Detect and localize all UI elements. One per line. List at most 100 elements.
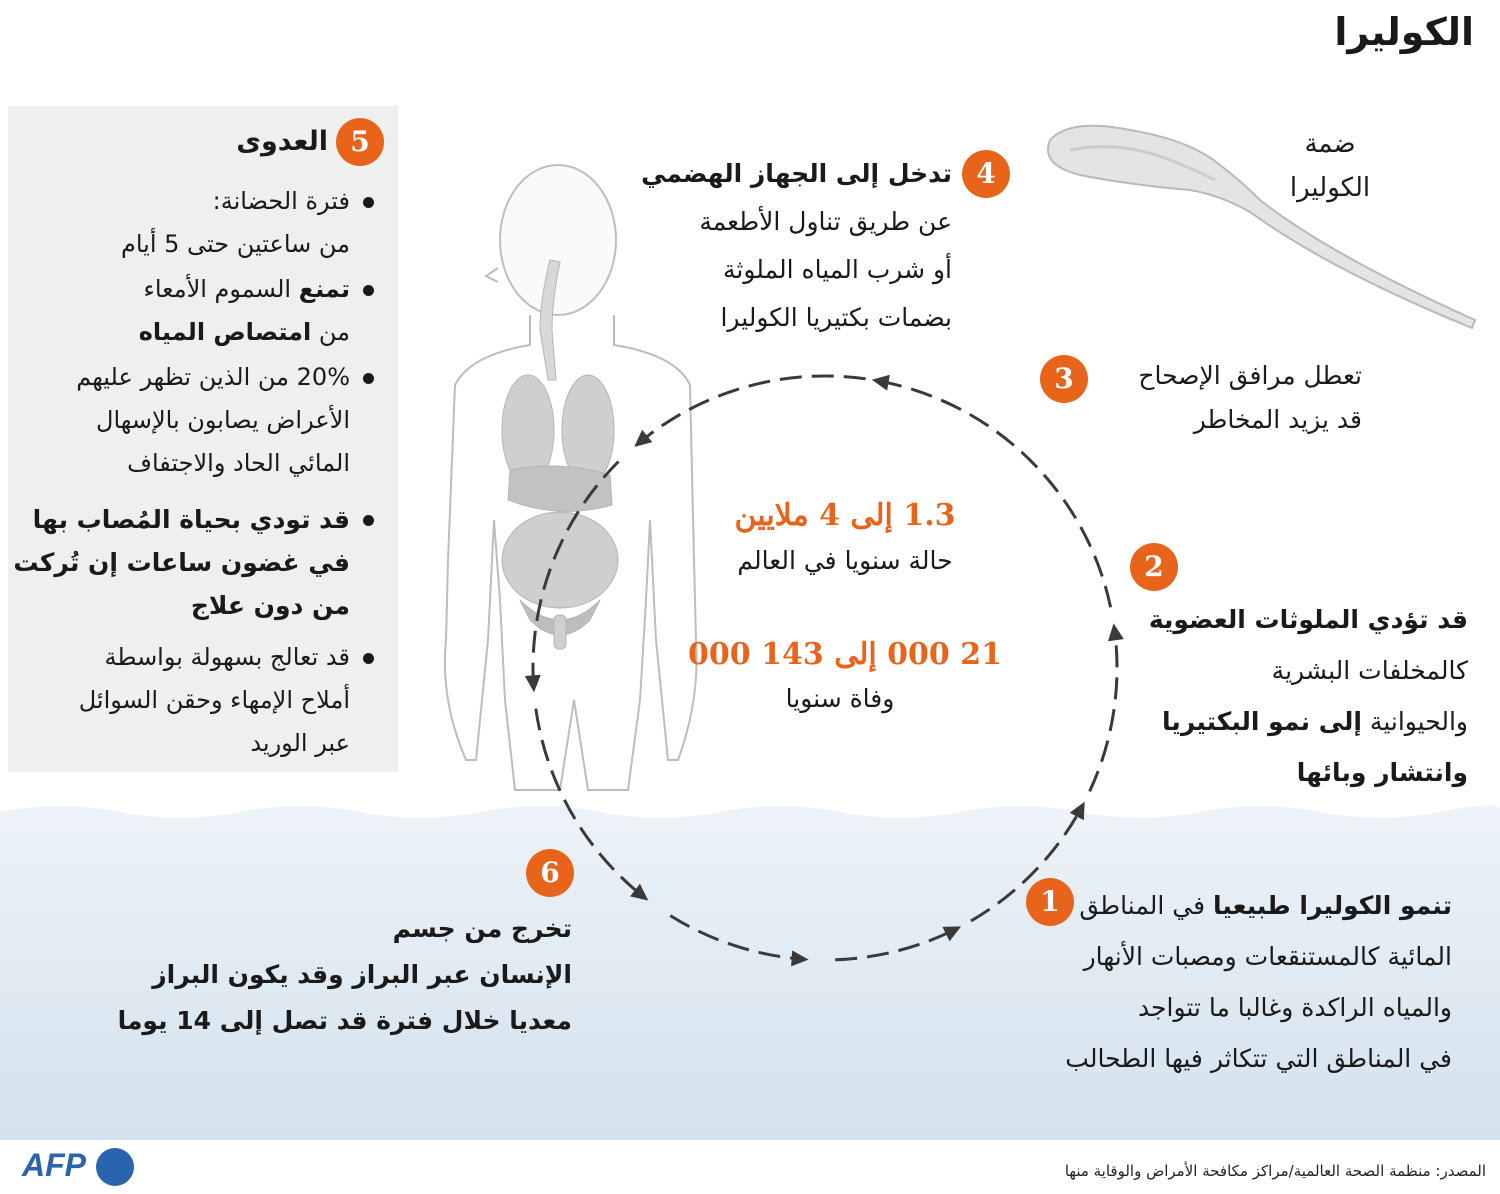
deaths-value: 21 000 إلى 143 000 (688, 637, 1002, 672)
text-line: فترة الحضانة: (121, 180, 350, 223)
cycle-arrowhead (524, 674, 541, 693)
cycle-arc (669, 914, 805, 961)
text-line: تعطل مرافق الإصحاح (1138, 354, 1362, 398)
bullet-dot (363, 373, 374, 384)
text-line: والمياه الراكدة وغالبا ما تتواجد (1065, 982, 1452, 1033)
text-line: المائي الحاد والاجتفاف (76, 442, 350, 485)
cycle-arc (1088, 627, 1119, 793)
bacterium-label: ضمة الكوليرا (1280, 122, 1380, 210)
bullet-dot (363, 197, 374, 208)
step-6-badge: 6 (526, 849, 574, 897)
text-segment: المائي الحاد والاجتفاف (127, 449, 350, 477)
bacterium-label-line: ضمة (1304, 129, 1356, 159)
infection-panel: 5 العدوى فترة الحضانة:من ساعتين حتى 5 أي… (8, 106, 398, 772)
text-line: أو شرب المياه الملوثة (641, 246, 952, 294)
text-segment: أو شرب المياه الملوثة (723, 255, 952, 284)
step-1-badge: 1 (1026, 878, 1074, 926)
step-2-badge: 2 (1130, 543, 1178, 591)
text-segment: قد يزيد المخاطر (1193, 405, 1362, 434)
text-line: عن طريق تناول الأطعمة (641, 198, 952, 246)
text-segment: 20% من الذين تظهر عليهم (76, 363, 350, 391)
bacterium-label-line: الكوليرا (1289, 173, 1371, 203)
text-segment: من ساعتين حتى 5 أيام (120, 230, 350, 258)
text-segment: إلى نمو البكتيريا (1162, 707, 1362, 736)
cycle-arc (534, 708, 647, 900)
text-segment: بضمات بكتيريا الكوليرا (720, 303, 952, 332)
text-line: بضمات بكتيريا الكوليرا (641, 294, 952, 342)
text-segment: تخرج من جسم (392, 914, 572, 943)
text-line: من دون علاج (13, 584, 350, 627)
text-line: تمنع السموم الأمعاء (139, 268, 350, 311)
text-line: أملاح الإمهاء وحقن السوائل (79, 679, 350, 722)
cases-label: حالة سنويا في العالم (737, 546, 953, 575)
cholera-bacterium-icon (1047, 124, 1477, 330)
text-segment: أملاح الإمهاء وحقن السوائل (78, 686, 350, 714)
bullet-item: قد تعالج بسهولة بواسطة أملاح الإمهاء وحقن… (79, 636, 350, 765)
afp-logo: AFP (22, 1147, 86, 1183)
text-segment: في غضون ساعات إن تُركت (13, 548, 350, 577)
bullet-dot (363, 653, 374, 664)
cycle-arrowhead (942, 926, 962, 942)
text-segment: وانتشار وبائها (1296, 758, 1468, 787)
text-line: تدخل إلى الجهاز الهضمي (641, 150, 952, 198)
text-line: قد تعالج بسهولة بواسطة (79, 636, 350, 679)
cycle-arc (636, 374, 866, 446)
text-segment: في المناطق (1079, 891, 1214, 920)
text-segment: عن طريق تناول الأطعمة (699, 207, 952, 236)
text-line: من ساعتين حتى 5 أيام (121, 223, 350, 266)
text-segment: الأعراض يصابون بالإسهال (96, 406, 350, 434)
step-4-badge: 4 (962, 150, 1010, 198)
text-segment: والمياه الراكدة وغالبا ما تتواجد (1137, 993, 1452, 1022)
text-line: معديا خلال فترة قد تصل إلى 14 يوما (118, 998, 572, 1044)
step-2-text: قد تؤدي الملوثات العضوية كالمخلفات البشري… (1149, 594, 1468, 798)
text-segment: والحيوانية (1361, 707, 1468, 736)
text-line: تنمو الكوليرا طبيعيا في المناطق (1065, 880, 1452, 931)
text-line: كالمخلفات البشرية (1149, 645, 1468, 696)
text-segment: قد تؤدي الملوثات العضوية (1148, 605, 1468, 634)
text-line: 20% من الذين تظهر عليهم (76, 356, 350, 399)
text-line: في المناطق التي تتكاثر فيها الطحالب (1065, 1033, 1452, 1084)
bullet-item: قد تودي بحياة المُصاب بها في غضون ساعات إ… (13, 498, 350, 627)
step-3-badge: 3 (1040, 355, 1088, 403)
text-line: عبر الوريد (79, 722, 350, 765)
text-line: من امتصاص المياه (139, 311, 350, 354)
text-line: قد تؤدي الملوثات العضوية (1149, 594, 1468, 645)
human-body-icon (443, 164, 698, 791)
text-line: الإنسان عبر البراز وقد يكون البراز (118, 952, 572, 998)
text-segment: عبر الوريد (250, 729, 350, 757)
cycle-arrowhead (630, 883, 649, 901)
step-6-text: تخرج من جسم الإنسان عبر البراز وقد يكون ا… (118, 906, 572, 1044)
step-4-text: تدخل إلى الجهاز الهضمي عن طريق تناول الأط… (641, 150, 952, 342)
text-segment: امتصاص المياه (138, 318, 312, 346)
text-line: قد يزيد المخاطر (1138, 398, 1362, 442)
text-segment: من (311, 318, 350, 346)
text-segment: السموم الأمعاء (143, 275, 299, 303)
text-segment: تمنع (298, 275, 350, 303)
text-line: تخرج من جسم (118, 906, 572, 952)
text-segment: تنمو الكوليرا طبيعيا (1213, 891, 1452, 920)
water-background (0, 805, 1500, 1140)
text-segment: معديا خلال فترة قد تصل إلى 14 يوما (117, 1006, 572, 1035)
cycle-arrowhead (1069, 801, 1085, 821)
text-segment: قد تودي بحياة المُصاب بها (32, 505, 350, 534)
cycle-arrowhead (634, 429, 653, 447)
organs-icon (501, 259, 619, 650)
deaths-label: وفاة سنويا (785, 684, 895, 713)
text-segment: في المناطق التي تتكاثر فيها الطحالب (1065, 1044, 1452, 1073)
text-line: وانتشار وبائها (1149, 747, 1468, 798)
step-3-text: تعطل مرافق الإصحاح قد يزيد المخاطر (1138, 354, 1362, 442)
cycle-arrowhead (791, 950, 809, 967)
afp-logo-dot (96, 1148, 134, 1186)
text-line: قد تودي بحياة المُصاب بها (13, 498, 350, 541)
text-line: الأعراض يصابون بالإسهال (76, 399, 350, 442)
bullet-dot (363, 285, 374, 296)
bullet-item: فترة الحضانة: من ساعتين حتى 5 أيام (121, 180, 350, 266)
transmission-cycle (524, 374, 1124, 967)
panel-title: العدوى (236, 126, 328, 157)
cycle-arc (531, 460, 620, 689)
source-note: المصدر: منظمة الصحة العالمية/مراكز مكافح… (1064, 1162, 1486, 1180)
text-segment: من دون علاج (190, 591, 350, 620)
